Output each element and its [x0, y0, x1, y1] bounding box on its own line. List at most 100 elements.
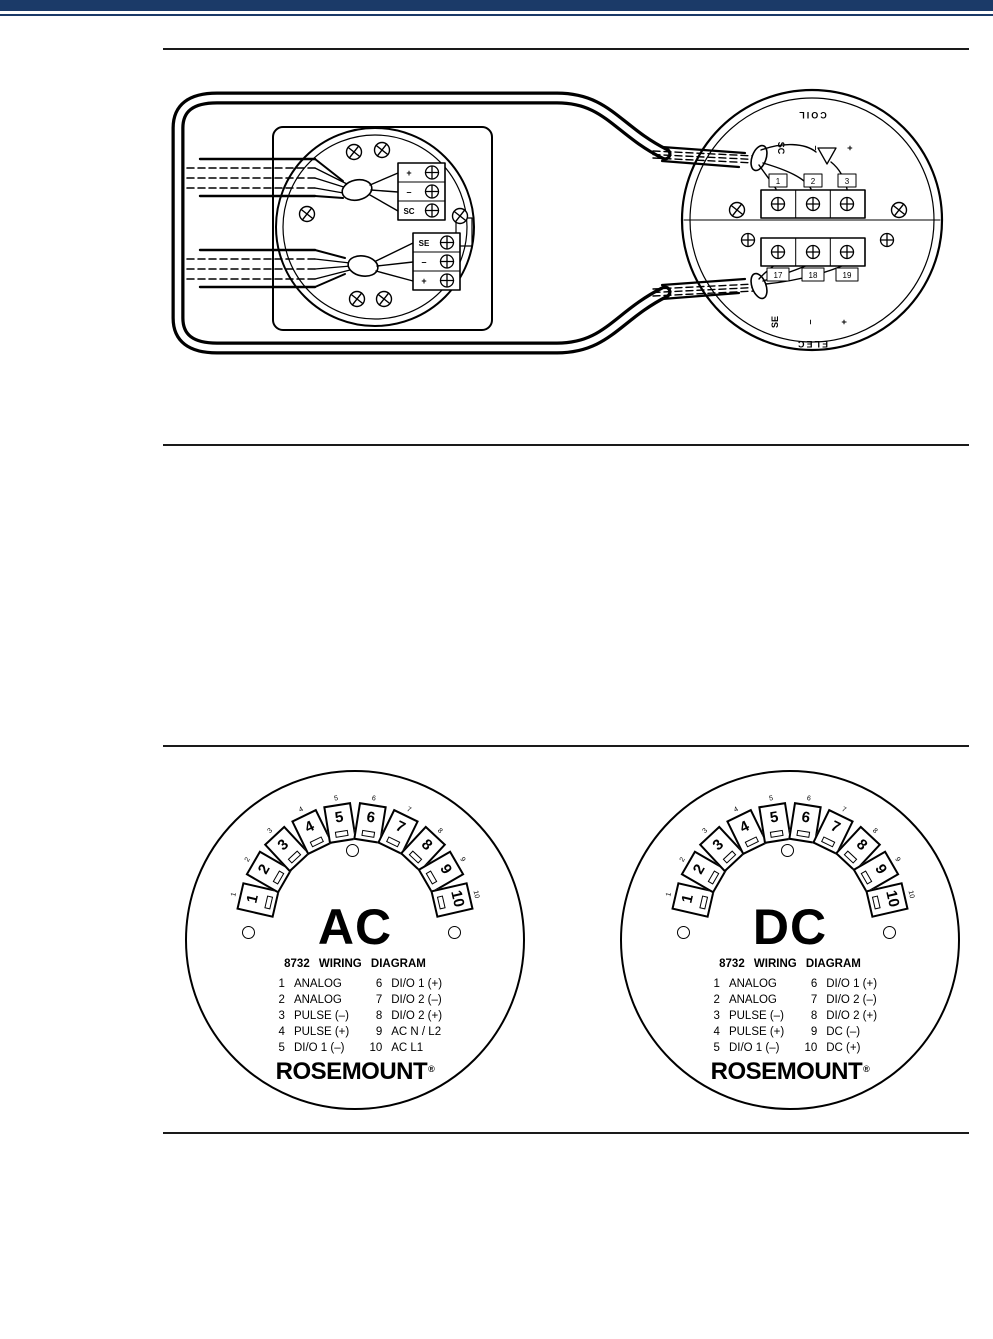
- wiring-diagram-subtitle: 8732 WIRING DIAGRAM: [719, 958, 861, 970]
- legend-terminal-function: ANALOG: [293, 978, 342, 990]
- cover-screw: [890, 201, 908, 219]
- wire: [369, 172, 399, 212]
- page-header-bar: [0, 0, 993, 11]
- junction-box-rim-inner: [282, 134, 468, 320]
- coil-section-label: COIL: [797, 110, 827, 120]
- legend-terminal-number: 8: [810, 1010, 818, 1022]
- mount-hole-right: [883, 926, 896, 939]
- legend-terminal-number: 8: [375, 1010, 383, 1022]
- legend-terminal-number: 5: [278, 1042, 285, 1054]
- terminal-label: SE: [770, 316, 780, 328]
- tab-outer-number: 4: [732, 805, 740, 814]
- cable-stub-lower: [652, 272, 768, 301]
- legend-terminal-number: 9: [810, 1026, 818, 1038]
- legend-terminal-function: DI/O 2 (–): [391, 994, 442, 1006]
- legend-terminal-function: PULSE (–): [728, 1010, 784, 1022]
- tab-number: 4: [302, 817, 318, 837]
- tab-number: 2: [254, 861, 274, 878]
- terminal-number: 18: [809, 271, 818, 280]
- tab-outer-number: 9: [893, 856, 902, 864]
- tab-outer-number: 6: [371, 795, 377, 803]
- cover-screw: [740, 232, 756, 248]
- registered-trademark-icon: ®: [428, 1064, 435, 1074]
- tab-number: 8: [852, 835, 871, 855]
- cover-screw: [373, 141, 391, 159]
- legend-terminal-function: PULSE (–): [293, 1010, 349, 1022]
- cover-screw: [298, 205, 316, 223]
- wire: [758, 143, 848, 190]
- cover-screw: [728, 201, 746, 219]
- tab-outer-number: 7: [405, 805, 413, 814]
- tab-number: 9: [436, 861, 456, 878]
- legend-terminal-number: 10: [369, 1042, 383, 1054]
- cover-screw: [451, 207, 469, 225]
- registered-trademark-icon: ®: [863, 1064, 870, 1074]
- legend-terminal-number: 3: [713, 1010, 720, 1022]
- tab-number: 3: [274, 835, 293, 855]
- legend-row: 4 PULSE (+): [703, 1024, 785, 1040]
- terminal-number: 1: [776, 177, 781, 186]
- legend-terminal-number: 1: [278, 978, 285, 990]
- junction-box: + – SC SE – +: [186, 126, 493, 331]
- legend-row: 8 DI/O 2 (+): [800, 1008, 877, 1024]
- cover-screw: [879, 232, 895, 248]
- mount-hole-right: [448, 926, 461, 939]
- electrode-section-label: ELEC: [796, 339, 828, 349]
- tab-number: 3: [709, 835, 728, 855]
- terminal-label: –: [406, 187, 411, 197]
- tab-number: 4: [737, 817, 753, 837]
- section-divider-2: [163, 444, 969, 446]
- legend-terminal-number: 4: [713, 1026, 720, 1038]
- tab-number: 8: [417, 835, 436, 855]
- field-cable-lower: [186, 248, 379, 289]
- transmitter-terminal-strip-bottom: 17 18 19: [760, 237, 866, 282]
- transmitter-rim-outer: [680, 88, 944, 352]
- terminal-number: 17: [774, 271, 783, 280]
- legend-terminal-function: PULSE (+): [728, 1026, 785, 1038]
- tab-number: 6: [365, 808, 377, 827]
- tab-outer-number: 6: [806, 795, 812, 803]
- tab-outer-number: 5: [768, 795, 774, 803]
- terminal-label: –: [421, 257, 426, 267]
- legend-terminal-function: DC (+): [826, 1042, 861, 1054]
- legend-terminal-function: AC N / L2: [391, 1026, 442, 1038]
- terminal-block-bottom: SE – +: [412, 232, 461, 291]
- terminal-label: +: [406, 168, 411, 178]
- terminal-label: SC: [403, 207, 414, 216]
- tab-number: 6: [800, 808, 812, 827]
- cover-screw: [375, 290, 393, 308]
- tab-number: 7: [827, 817, 843, 837]
- terminal-label: +: [845, 145, 855, 150]
- terminal-label: +: [839, 319, 849, 324]
- legend-terminal-function: DI/O 1 (–): [293, 1042, 345, 1054]
- legend-terminal-function: ANALOG: [728, 978, 777, 990]
- legend-row: 5 DI/O 1 (–): [268, 1040, 349, 1056]
- legend-terminal-number: 5: [713, 1042, 720, 1054]
- transmitter-terminal-strip-top: 1 2 3: [760, 173, 866, 219]
- rosemount-wordmark: ROSEMOUNT: [710, 1058, 863, 1085]
- tab-outer-number: 4: [297, 805, 305, 814]
- legend-terminal-number: 7: [810, 994, 818, 1006]
- tab-number: 7: [392, 817, 408, 837]
- terminal-label: SC: [776, 142, 786, 155]
- legend-terminal-function: DI/O 2 (+): [826, 1010, 878, 1022]
- legend-terminal-function: DI/O 1 (+): [826, 978, 878, 990]
- terminal-block-top: + – SC: [397, 162, 446, 221]
- terminal-label: +: [421, 276, 426, 286]
